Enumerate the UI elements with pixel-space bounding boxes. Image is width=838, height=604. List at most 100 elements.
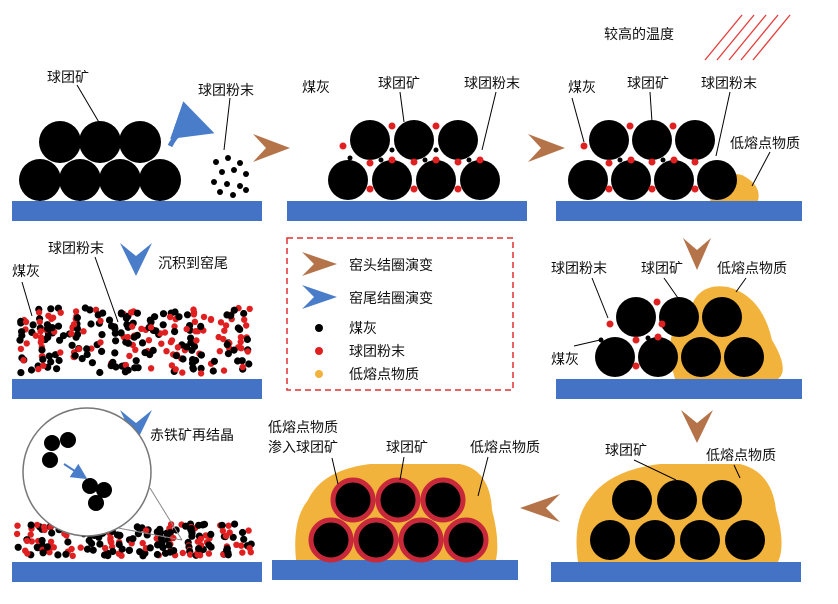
- leader-line: [663, 277, 679, 299]
- ash-particle: [64, 538, 72, 546]
- ash-particle: [183, 311, 192, 319]
- pellet-stack: [590, 480, 765, 560]
- zoom-connector: [149, 487, 183, 541]
- ash-particle: [166, 548, 174, 556]
- powder-particles: [606, 298, 666, 370]
- ash-particle: [38, 346, 46, 354]
- label-low-melt-infiltrate-line2: 渗入球团矿: [268, 440, 338, 456]
- powder-particle: [24, 550, 31, 557]
- ash-particle: [149, 346, 157, 354]
- powder-particle: [36, 318, 43, 326]
- powder-particle: [124, 333, 132, 341]
- label-settle-to-tail: 沉积到窑尾: [158, 255, 228, 272]
- powder-particle: [57, 309, 64, 316]
- chevron-down-icon: [681, 410, 713, 443]
- ash-particle: [231, 520, 239, 528]
- label-coal-ash: 煤灰: [302, 80, 330, 96]
- leader-line: [633, 459, 677, 481]
- ash-particle: [89, 546, 97, 554]
- ash-particle: [240, 535, 248, 543]
- ash-particle: [43, 543, 52, 551]
- ash-particle: [112, 337, 120, 345]
- ash-particles: [617, 151, 707, 163]
- powder-particle: [222, 532, 230, 540]
- powder-particle: [70, 321, 78, 328]
- powder-particle: [68, 330, 75, 337]
- ash-particle: [109, 547, 117, 556]
- leader-line: [399, 91, 405, 123]
- ash-particle: [118, 545, 126, 553]
- mixed-particle-layer: [16, 304, 253, 377]
- powder-particle: [161, 329, 169, 336]
- powder-particle: [127, 309, 135, 316]
- ash-particle: [117, 309, 125, 317]
- powder-particle: [126, 352, 133, 360]
- ash-particle: [83, 545, 92, 553]
- ash-particle: [109, 358, 117, 366]
- ash-particle: [159, 543, 167, 552]
- label-pellet: 球团矿: [386, 440, 428, 456]
- powder-particle: [190, 311, 198, 318]
- legend-low-melt-marker: [315, 370, 323, 378]
- ash-particle: [179, 355, 187, 363]
- ash-particle: [111, 329, 119, 337]
- powder-particle: [97, 339, 104, 346]
- legend-coal-ash: 煤灰: [349, 321, 377, 337]
- powder-particle: [237, 334, 245, 341]
- ash-particle: [243, 335, 251, 344]
- panel-settled-layer: 球团粉末 煤灰 沉积到窑尾: [12, 241, 262, 399]
- panel-immersed: 球团矿 低熔点物质: [551, 410, 801, 582]
- ash-particle: [138, 339, 147, 347]
- ash-particle: [171, 328, 179, 336]
- powder-particle: [243, 322, 250, 329]
- powder-particle: [72, 308, 80, 315]
- powder-particle: [47, 538, 55, 545]
- base-plate: [556, 379, 802, 399]
- ash-particle: [200, 520, 209, 528]
- label-pellet-powder: 球团粉末: [198, 83, 254, 99]
- label-pellet: 球团矿: [605, 443, 647, 459]
- ash-particle: [190, 342, 199, 351]
- powder-particle: [220, 367, 228, 374]
- powder-particle: [244, 348, 251, 355]
- ash-particle: [18, 331, 26, 340]
- leader-line: [399, 456, 405, 481]
- ash-particle: [227, 312, 235, 320]
- powder-particle: [97, 317, 104, 325]
- ash-particle: [230, 306, 238, 314]
- powder-particle: [107, 538, 115, 545]
- powder-particle: [20, 357, 27, 364]
- powder-particle: [46, 549, 53, 556]
- ash-particle: [238, 357, 246, 365]
- ash-particle: [54, 322, 63, 330]
- label-pellet-powder: 球团粉末: [551, 261, 607, 277]
- label-pellet: 球团矿: [641, 261, 683, 277]
- powder-particle: [192, 328, 199, 335]
- powder-particle: [32, 332, 39, 339]
- pellet-stack: [328, 120, 500, 200]
- chevron-down-icon: [120, 410, 152, 443]
- base-plate: [12, 379, 262, 399]
- ash-particle: [107, 322, 116, 330]
- powder-particle: [246, 545, 253, 552]
- ash-particle: [197, 322, 205, 330]
- leader-line: [733, 464, 741, 479]
- legend-box: [286, 237, 514, 391]
- ash-particles: [598, 335, 651, 343]
- ash-particle: [115, 532, 124, 540]
- powder-particle: [241, 316, 248, 323]
- label-hematite-recrystal: 赤铁矿再结晶: [150, 428, 234, 444]
- powder-particle: [179, 369, 186, 376]
- ash-particle: [98, 347, 106, 355]
- ash-particle: [54, 551, 62, 559]
- powder-particle: [163, 348, 170, 355]
- ash-particle: [125, 546, 133, 555]
- legend: 窑头结圈演变 窑尾结圈演变 煤灰 球团粉末 低熔点物质: [286, 237, 514, 391]
- powder-particle: [33, 521, 41, 529]
- curved-arrow-icon: [167, 101, 215, 148]
- label-low-melt: 低熔点物质: [717, 261, 787, 277]
- ash-particle: [210, 357, 218, 365]
- ash-particle: [153, 550, 161, 559]
- ash-particle: [195, 545, 203, 553]
